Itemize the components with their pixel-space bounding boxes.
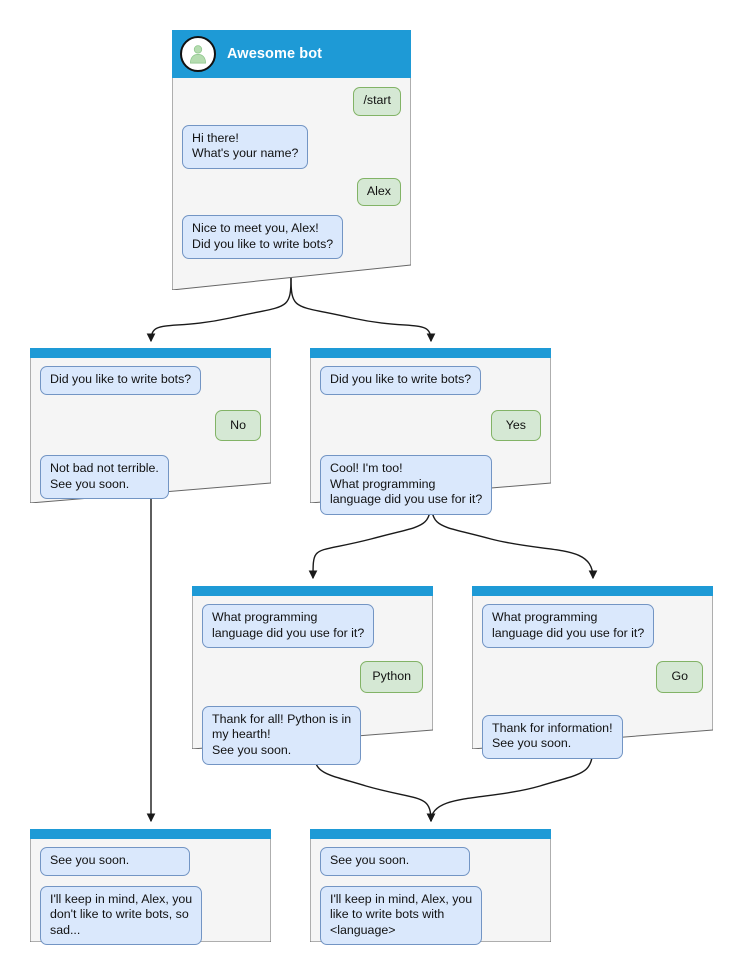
user-bubble[interactable]: Yes [490, 409, 541, 441]
message-row: Alex [182, 177, 401, 206]
message-row: Python [202, 661, 423, 693]
node-root-title: Awesome bot [227, 46, 323, 62]
message-row: Not bad not terrible. See you soon. [40, 455, 261, 499]
node-end-happy-header [310, 829, 551, 839]
node-root-chat: /start Hi there! What's your name? Alex … [172, 78, 411, 269]
bot-bubble[interactable]: I'll keep in mind, Alex, you don't like … [40, 885, 203, 945]
node-go-branch[interactable]: What programming language did you use fo… [472, 586, 713, 759]
bot-bubble[interactable]: I'll keep in mind, Alex, you like to wri… [320, 885, 483, 945]
node-no-branch-chat: Did you like to write bots? No Not bad n… [30, 358, 271, 509]
message-row: Did you like to write bots? [320, 366, 541, 395]
message-row: See you soon. [320, 847, 541, 876]
message-row: Cool! I'm too! What programming language… [320, 455, 541, 515]
message-row: I'll keep in mind, Alex, you don't like … [40, 885, 261, 945]
node-python-branch-header [192, 586, 433, 596]
bot-bubble[interactable]: See you soon. [40, 847, 190, 876]
node-root[interactable]: Awesome bot /start Hi there! What's your… [172, 30, 411, 290]
node-no-branch-header [30, 348, 271, 358]
bot-bubble[interactable]: Thank for information! See you soon. [482, 714, 623, 759]
node-yes-branch[interactable]: Did you like to write bots? Yes Cool! I'… [310, 348, 551, 515]
node-go-branch-header [472, 586, 713, 596]
message-row: Thank for all! Python is in my hearth! S… [202, 705, 423, 765]
user-bubble[interactable]: Python [360, 661, 423, 693]
message-row: Thank for information! See you soon. [482, 714, 703, 759]
node-yes-branch-chat: Did you like to write bots? Yes Cool! I'… [310, 358, 551, 525]
message-row: Hi there! What's your name? [182, 124, 401, 169]
person-avatar-icon [180, 36, 216, 72]
message-row: I'll keep in mind, Alex, you like to wri… [320, 885, 541, 945]
bot-bubble[interactable]: Nice to meet you, Alex! Did you like to … [182, 215, 344, 259]
user-bubble[interactable]: Go [656, 661, 703, 693]
bot-bubble[interactable]: Did you like to write bots? [40, 366, 202, 395]
message-row: What programming language did you use fo… [202, 604, 423, 648]
user-bubble[interactable]: /start [353, 87, 401, 116]
node-no-branch[interactable]: Did you like to write bots? No Not bad n… [30, 348, 271, 503]
message-row: /start [182, 87, 401, 116]
node-python-branch-chat: What programming language did you use fo… [192, 596, 433, 775]
message-row: What programming language did you use fo… [482, 604, 703, 648]
user-bubble[interactable]: Alex [356, 177, 401, 206]
message-row: See you soon. [40, 847, 261, 876]
bot-bubble[interactable]: What programming language did you use fo… [202, 604, 375, 648]
bot-bubble[interactable]: See you soon. [320, 847, 470, 876]
node-end-sad-header [30, 829, 271, 839]
node-end-happy[interactable]: See you soon. I'll keep in mind, Alex, y… [310, 829, 551, 945]
node-end-sad[interactable]: See you soon. I'll keep in mind, Alex, y… [30, 829, 271, 945]
node-yes-branch-header [310, 348, 551, 358]
bot-bubble[interactable]: Thank for all! Python is in my hearth! S… [202, 705, 362, 765]
message-row: Go [482, 661, 703, 693]
node-end-happy-chat: See you soon. I'll keep in mind, Alex, y… [310, 839, 551, 955]
user-bubble[interactable]: No [215, 409, 261, 441]
bot-bubble[interactable]: Not bad not terrible. See you soon. [40, 455, 169, 499]
message-row: No [40, 409, 261, 441]
message-row: Nice to meet you, Alex! Did you like to … [182, 215, 401, 259]
bot-bubble[interactable]: What programming language did you use fo… [482, 604, 655, 648]
node-go-branch-chat: What programming language did you use fo… [472, 596, 713, 769]
node-root-header: Awesome bot [172, 30, 411, 78]
node-python-branch[interactable]: What programming language did you use fo… [192, 586, 433, 765]
message-row: Did you like to write bots? [40, 366, 261, 395]
bot-bubble[interactable]: Hi there! What's your name? [182, 124, 309, 169]
bot-bubble[interactable]: Cool! I'm too! What programming language… [320, 455, 493, 515]
node-end-sad-chat: See you soon. I'll keep in mind, Alex, y… [30, 839, 271, 955]
message-row: Yes [320, 409, 541, 441]
bot-bubble[interactable]: Did you like to write bots? [320, 366, 482, 395]
